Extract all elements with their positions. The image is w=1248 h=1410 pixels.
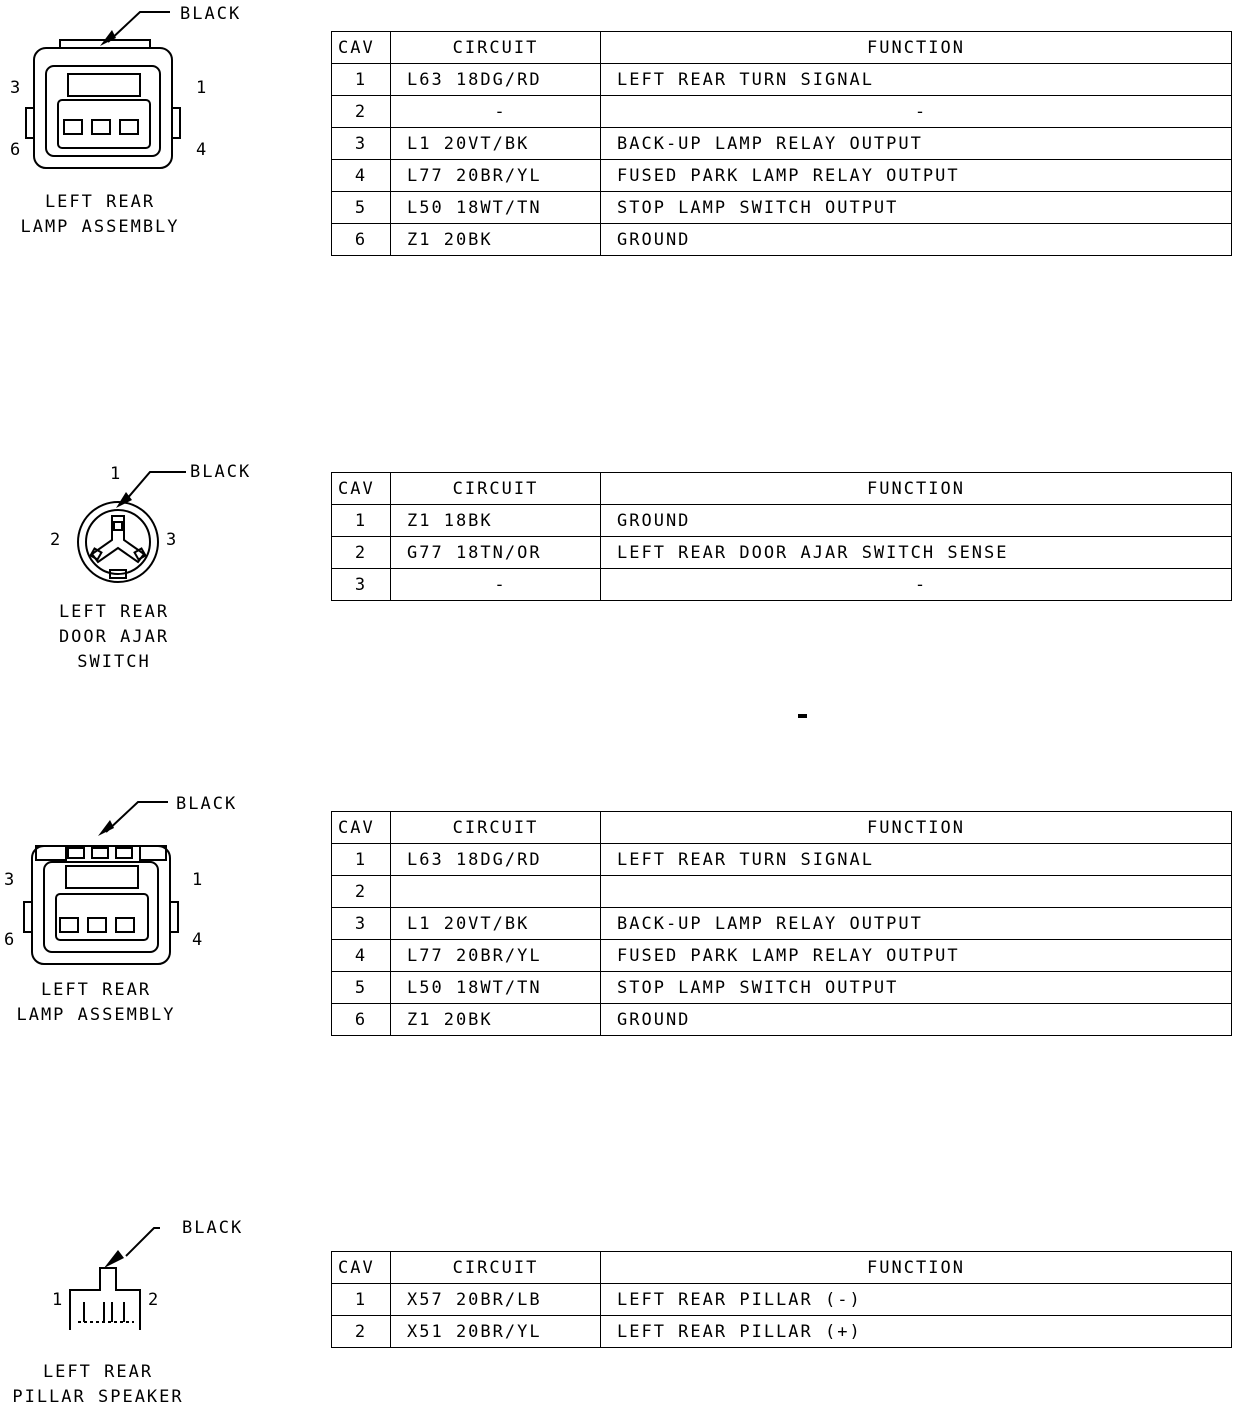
header-cav: CAV [331, 811, 391, 844]
connector-block-pillar-speaker: BLACK 1 2 LEFT REAR PILLAR SPEAKER CAV C… [0, 1210, 1248, 1408]
pin-label: 4 [192, 930, 205, 950]
table-header-row: CAV CIRCUIT FUNCTION [331, 31, 1232, 64]
lamp-connector-icon [25, 11, 181, 169]
table-header-row: CAV CIRCUIT FUNCTION [331, 1251, 1232, 1284]
header-circuit: CIRCUIT [390, 472, 601, 505]
connector-block-door-ajar-switch: BLACK 1 2 3 LEFT REAR DOOR AJAR SWITCH C… [0, 460, 1248, 680]
color-label: BLACK [182, 1218, 244, 1238]
connector-block-lamp-assembly-1: BLACK 3 1 6 4 LEFT REAR LAMP ASSEMBLY CA… [0, 0, 1248, 270]
header-circuit: CIRCUIT [390, 31, 601, 64]
header-function: FUNCTION [600, 1251, 1232, 1284]
table-row: 2-- [331, 95, 1232, 128]
connector-name: LEFT REAR PILLAR SPEAKER [12, 1362, 184, 1407]
table-row: 3-- [331, 568, 1232, 601]
pin-label: 1 [192, 870, 205, 890]
header-circuit: CIRCUIT [390, 811, 601, 844]
header-function: FUNCTION [600, 811, 1232, 844]
header-cav: CAV [331, 31, 391, 64]
pin-label: 3 [4, 870, 17, 890]
color-label: BLACK [180, 4, 242, 24]
table-header-row: CAV CIRCUIT FUNCTION [331, 811, 1232, 844]
pin-label: 2 [50, 530, 63, 550]
header-cav: CAV [331, 1251, 391, 1284]
pin-label: 6 [10, 140, 23, 160]
pin-label: 1 [196, 78, 209, 98]
switch-connector-icon [77, 471, 186, 583]
header-function: FUNCTION [600, 472, 1232, 505]
lamp-connector-icon [23, 801, 179, 965]
connector-name: LEFT REAR LAMP ASSEMBLY [20, 192, 180, 237]
header-function: FUNCTION [600, 31, 1232, 64]
pin-label: 6 [4, 930, 17, 950]
speaker-connector-icon [69, 1227, 160, 1330]
header-cav: CAV [331, 472, 391, 505]
color-label: BLACK [176, 794, 238, 814]
color-label: BLACK [190, 462, 252, 482]
pin-label: 2 [148, 1290, 161, 1310]
table-row: 2 [331, 875, 1232, 908]
pin-label: 1 [110, 464, 123, 484]
pin-label: 3 [10, 78, 23, 98]
pin-label: 3 [166, 530, 179, 550]
stray-mark [798, 714, 807, 718]
pin-label: 1 [52, 1290, 65, 1310]
table-header-row: CAV CIRCUIT FUNCTION [331, 472, 1232, 505]
pin-label: 4 [196, 140, 209, 160]
connector-name: LEFT REAR LAMP ASSEMBLY [16, 980, 176, 1025]
connector-block-lamp-assembly-2: BLACK 3 1 6 4 LEFT REAR LAMP ASSEMBLY CA… [0, 790, 1248, 1060]
header-circuit: CIRCUIT [390, 1251, 601, 1284]
connector-name: LEFT REAR DOOR AJAR SWITCH [58, 602, 170, 672]
